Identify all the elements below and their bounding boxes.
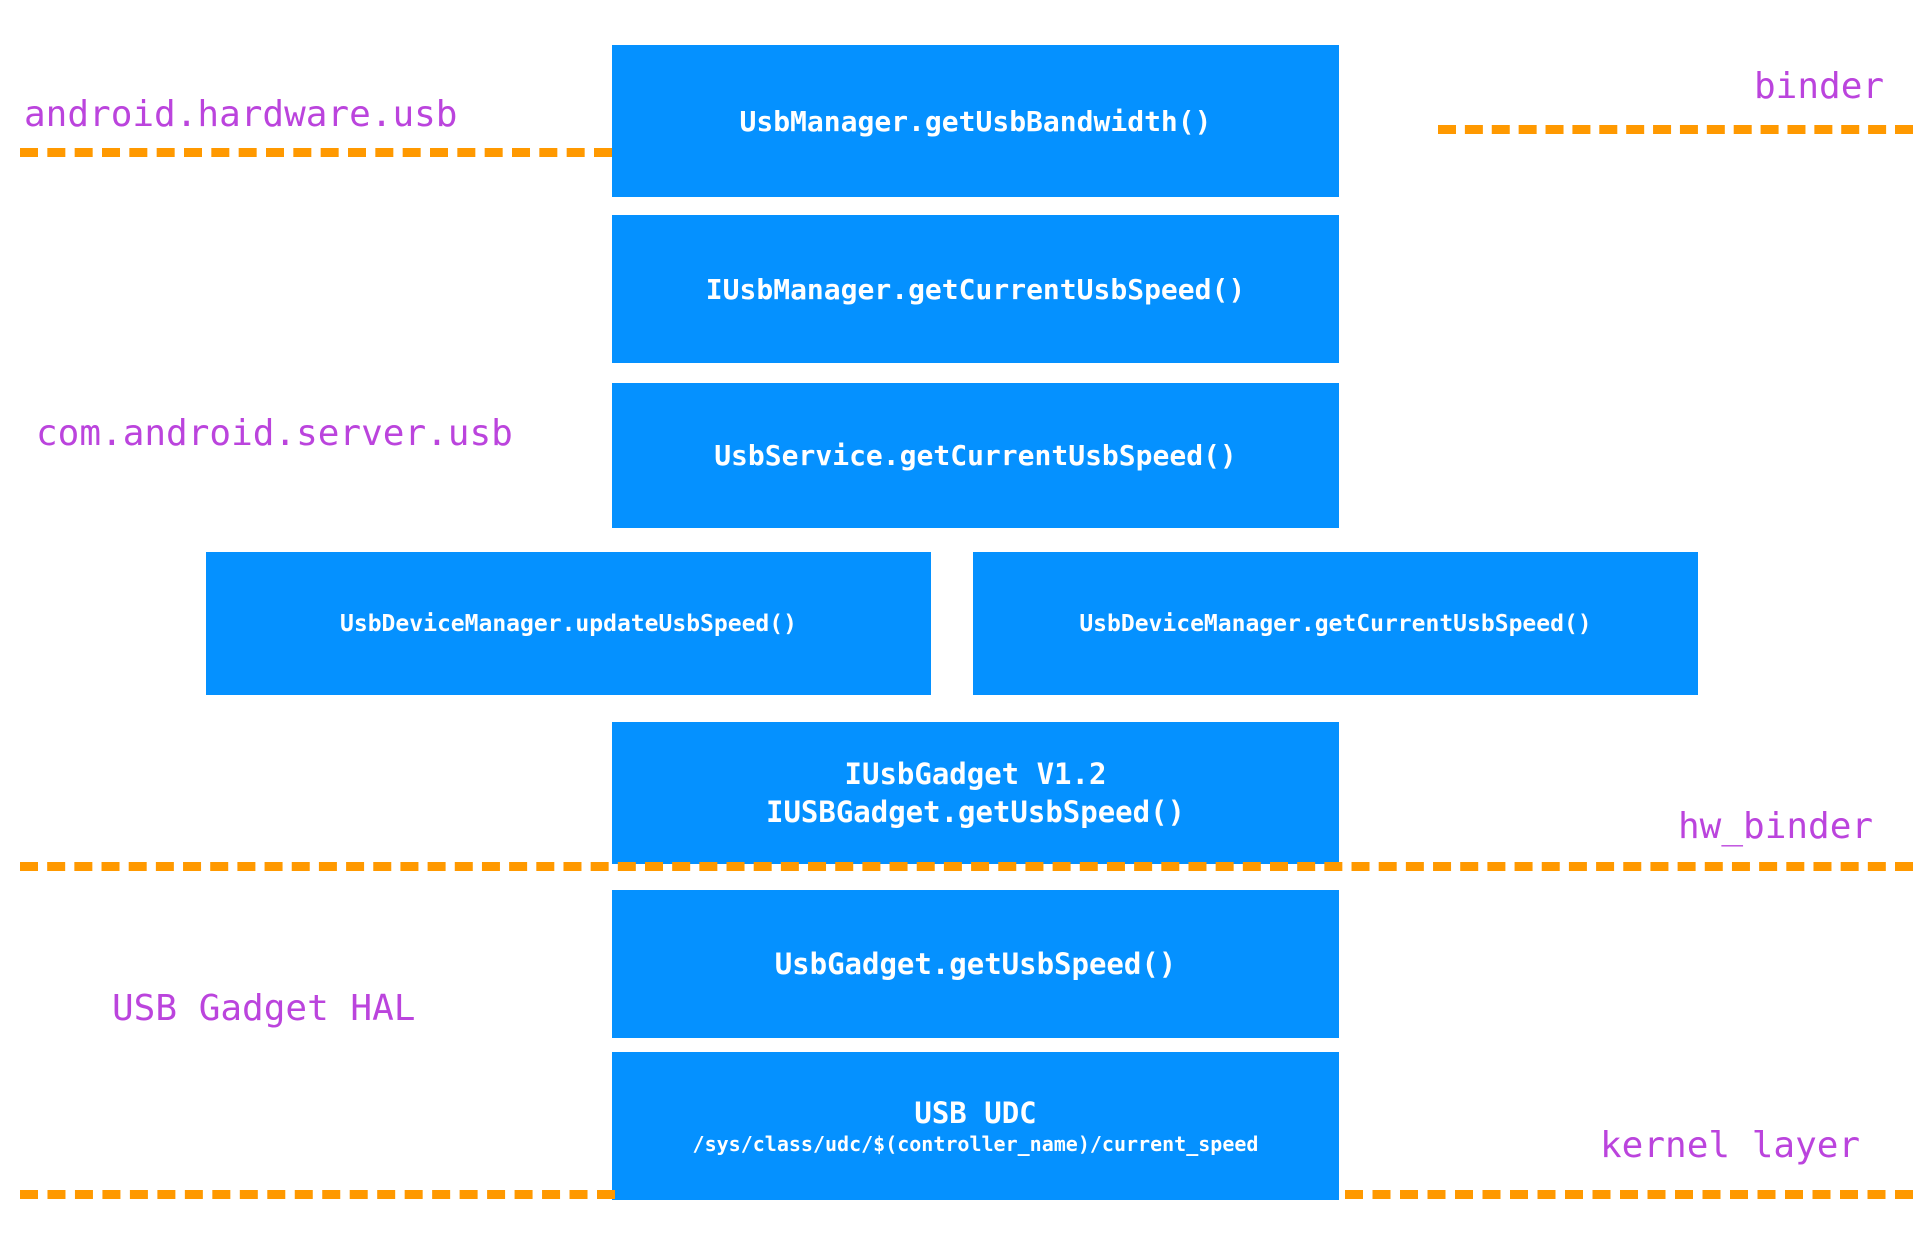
node-label-line2: IUSBGadget.getUsbSpeed() — [765, 795, 1186, 829]
layer-label-com-android-server-usb: com.android.server.usb — [36, 413, 513, 454]
hw-binder-boundary-line — [20, 862, 1913, 871]
binder-boundary-line-right — [1438, 125, 1913, 134]
kernel-boundary-line-left — [20, 1190, 615, 1199]
node-usb-udc[interactable]: USB UDC /sys/class/udc/$(controller_name… — [612, 1052, 1339, 1200]
layer-label-android-hardware-usb: android.hardware.usb — [24, 94, 458, 135]
node-label-line1: UsbGadget.getUsbSpeed() — [774, 947, 1177, 981]
node-label-line2: /sys/class/udc/$(controller_name)/curren… — [692, 1131, 1259, 1156]
node-label-line1: UsbDeviceManager.updateUsbSpeed() — [340, 610, 797, 637]
node-usbdevicemanager-get-current-usb-speed[interactable]: UsbDeviceManager.getCurrentUsbSpeed() — [973, 552, 1698, 695]
node-usbdevicemanager-update-usb-speed[interactable]: UsbDeviceManager.updateUsbSpeed() — [206, 552, 931, 695]
node-label-line1: USB UDC — [914, 1096, 1037, 1131]
node-usbmanager-get-usb-bandwidth[interactable]: UsbManager.getUsbBandwidth() — [612, 45, 1339, 197]
node-label-line1: UsbDeviceManager.getCurrentUsbSpeed() — [1079, 610, 1592, 637]
node-usbgadget-get-usb-speed[interactable]: UsbGadget.getUsbSpeed() — [612, 890, 1339, 1038]
node-iusbmanager-get-current-usb-speed[interactable]: IUsbManager.getCurrentUsbSpeed() — [612, 215, 1339, 363]
node-label-line1: UsbManager.getUsbBandwidth() — [739, 104, 1212, 138]
node-label-line1: IUsbGadget V1.2 — [844, 756, 1107, 791]
kernel-boundary-line-right — [1345, 1190, 1913, 1199]
node-iusbgadget-v12[interactable]: IUsbGadget V1.2 IUSBGadget.getUsbSpeed() — [612, 722, 1339, 864]
layer-label-kernel-layer: kernel layer — [1600, 1125, 1861, 1166]
node-label-line1: UsbService.getCurrentUsbSpeed() — [714, 439, 1237, 472]
layer-label-binder: binder — [1754, 66, 1885, 107]
layer-label-hw-binder: hw_binder — [1678, 806, 1874, 847]
node-usbservice-get-current-usb-speed[interactable]: UsbService.getCurrentUsbSpeed() — [612, 383, 1339, 528]
node-label-line1: IUsbManager.getCurrentUsbSpeed() — [705, 272, 1246, 306]
binder-boundary-line-left — [20, 148, 612, 157]
layer-label-usb-gadget-hal: USB Gadget HAL — [112, 988, 416, 1029]
